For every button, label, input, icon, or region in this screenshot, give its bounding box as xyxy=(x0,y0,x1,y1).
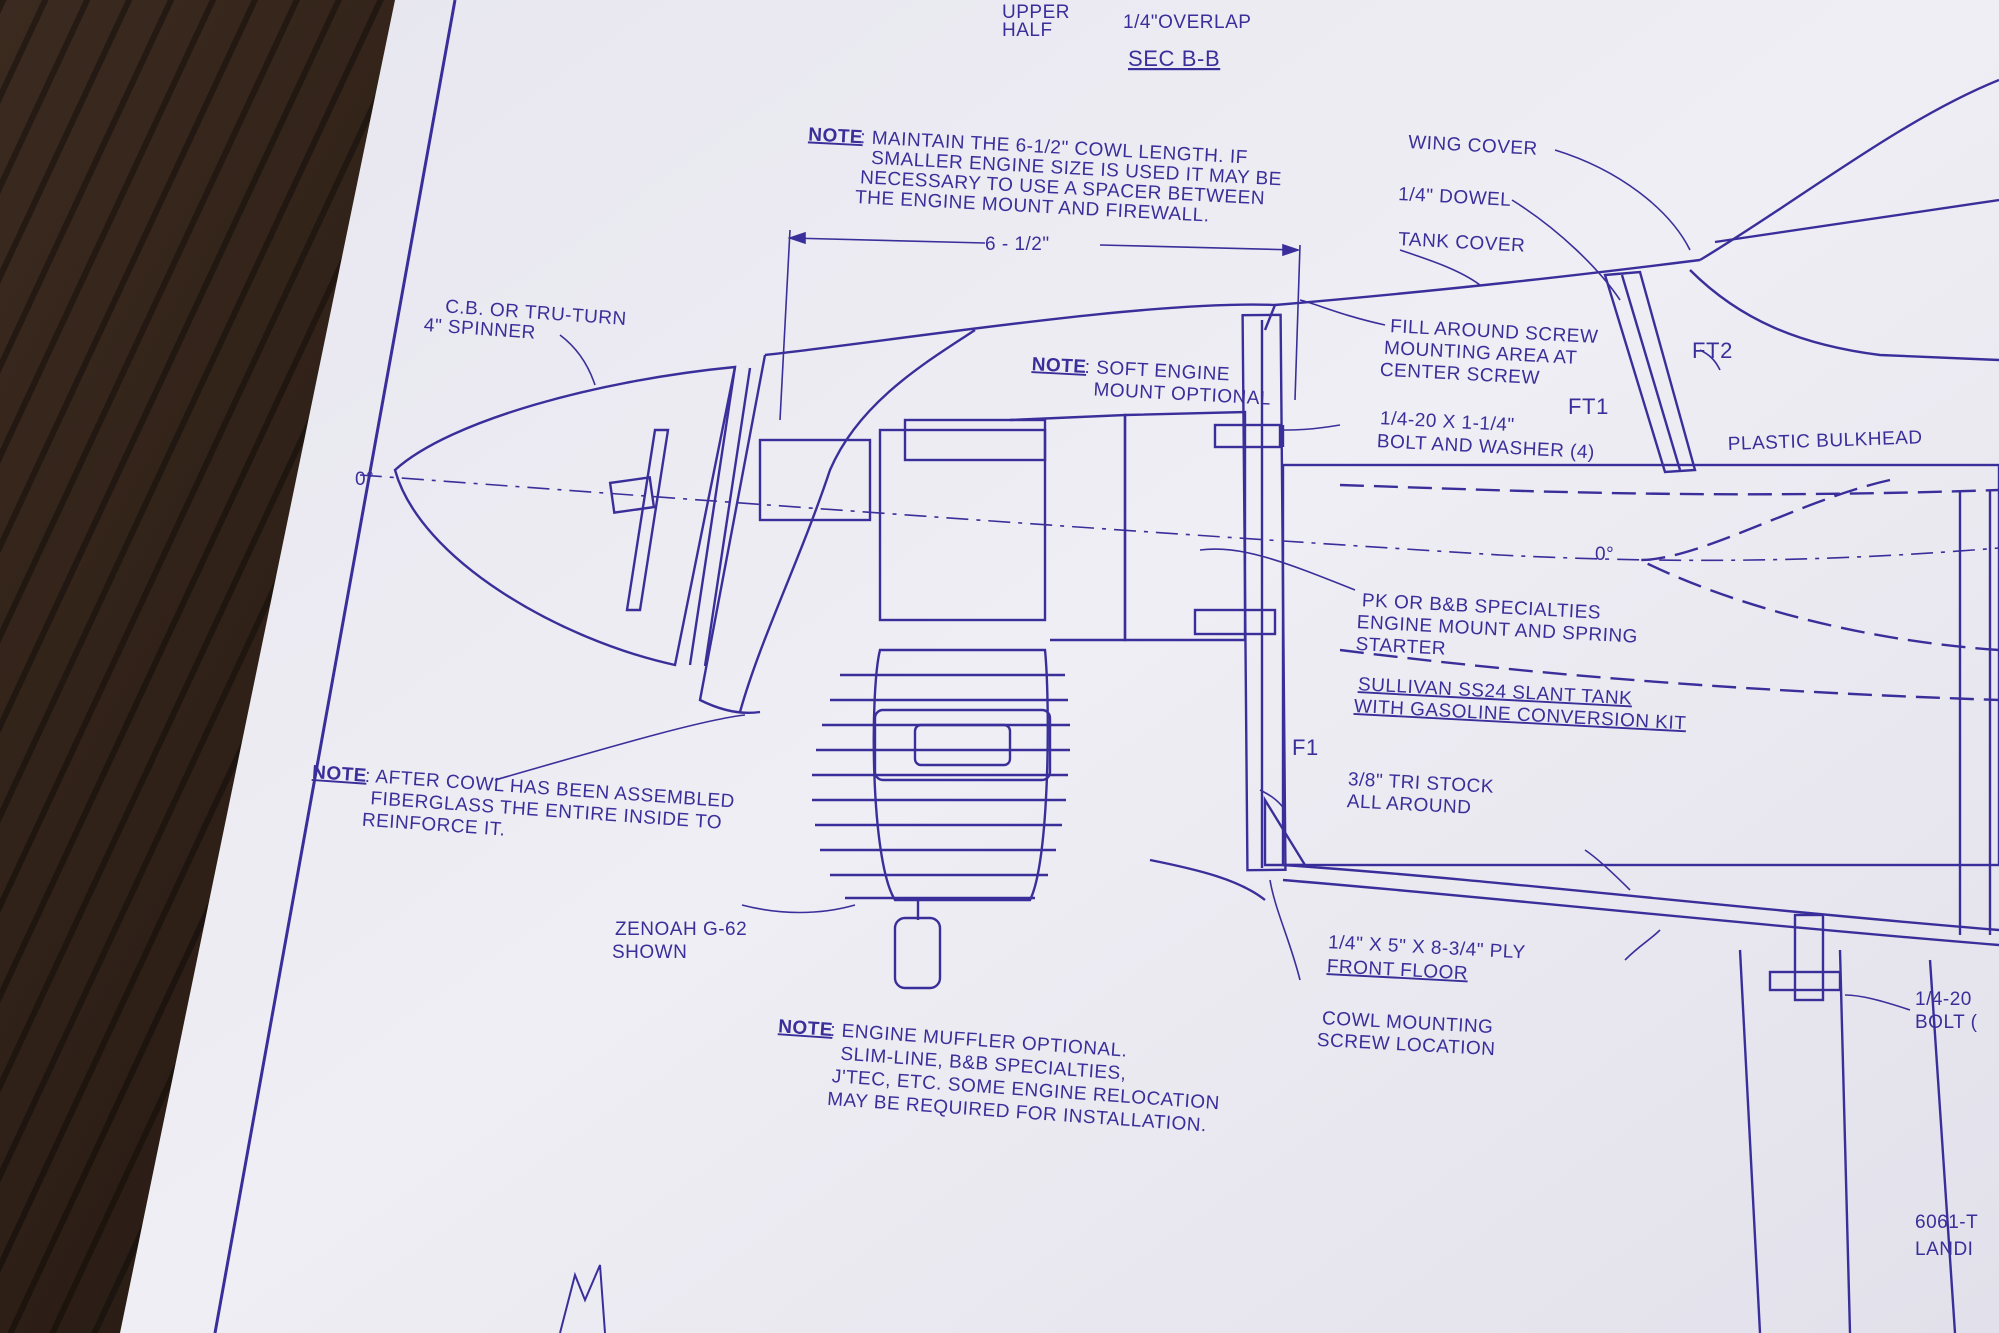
exhaust-port xyxy=(873,708,1052,782)
leader-lines xyxy=(494,149,1911,1011)
label-bolt-right-2: BOLT ( xyxy=(1915,1012,1978,1033)
thrust-centerline xyxy=(359,474,1999,562)
label-zenoah-2: SHOWN xyxy=(612,942,687,963)
label-zero-right: 0° xyxy=(1595,544,1614,565)
label-sec-bb: SEC B-B xyxy=(1128,46,1220,71)
label-overlap: 1/4"OVERLAP xyxy=(1123,12,1251,33)
label-f1: F1 xyxy=(1292,735,1319,760)
label-alum-2: LANDI xyxy=(1915,1239,1973,1260)
mount-bolt-top xyxy=(1213,423,1282,449)
note-word: NOTE xyxy=(808,124,864,148)
bulkhead-ft1-ft2 xyxy=(1603,270,1697,474)
sheet-border-line xyxy=(213,0,457,1333)
break-mark xyxy=(559,1264,606,1333)
propeller-hub xyxy=(625,428,670,612)
spinner-outline xyxy=(393,365,737,667)
tri-stock xyxy=(1263,795,1308,867)
label-bolt-right-1: 1/4-20 xyxy=(1915,989,1972,1010)
label-alum-1: 6061-T xyxy=(1915,1212,1978,1233)
note-muffler-word: NOTE xyxy=(778,1016,834,1041)
tank-cover-line xyxy=(1274,258,1701,307)
label-ft1: FT1 xyxy=(1568,394,1609,419)
cowl-outline xyxy=(698,303,1277,714)
label-dim-cowl: 6 - 1/2" xyxy=(985,234,1050,255)
landing-gear-strut xyxy=(1738,949,1957,1333)
label-upper-half-2: HALF xyxy=(1002,20,1053,41)
wing-cover-line xyxy=(1699,78,1999,262)
gear-bolt xyxy=(1793,913,1825,1002)
label-zenoah-1: ZENOAH G-62 xyxy=(615,919,747,940)
dimension-line-cowl xyxy=(779,229,1301,421)
spinner-backplate xyxy=(688,366,737,666)
paper xyxy=(120,0,1999,1333)
label-upper-half-1: UPPER xyxy=(1002,2,1070,23)
note-muffler: NOTE : ENGINE MUFFLER OPTIONAL. SLIM-LIN… xyxy=(778,1016,1221,1136)
label-ft2: FT2 xyxy=(1692,338,1733,363)
drawing-linework xyxy=(359,78,1999,1333)
label-zero-left: 0° xyxy=(355,469,374,490)
fuel-tank-outline xyxy=(1339,478,1999,702)
label-pk-3: STARTER xyxy=(1355,634,1446,660)
note-soft-word: NOTE xyxy=(1031,354,1087,378)
mount-bolt-bottom xyxy=(1193,608,1277,636)
note-after-word: NOTE xyxy=(311,762,367,787)
front-floor xyxy=(1282,863,1999,947)
fuselage-side xyxy=(1281,463,1999,867)
